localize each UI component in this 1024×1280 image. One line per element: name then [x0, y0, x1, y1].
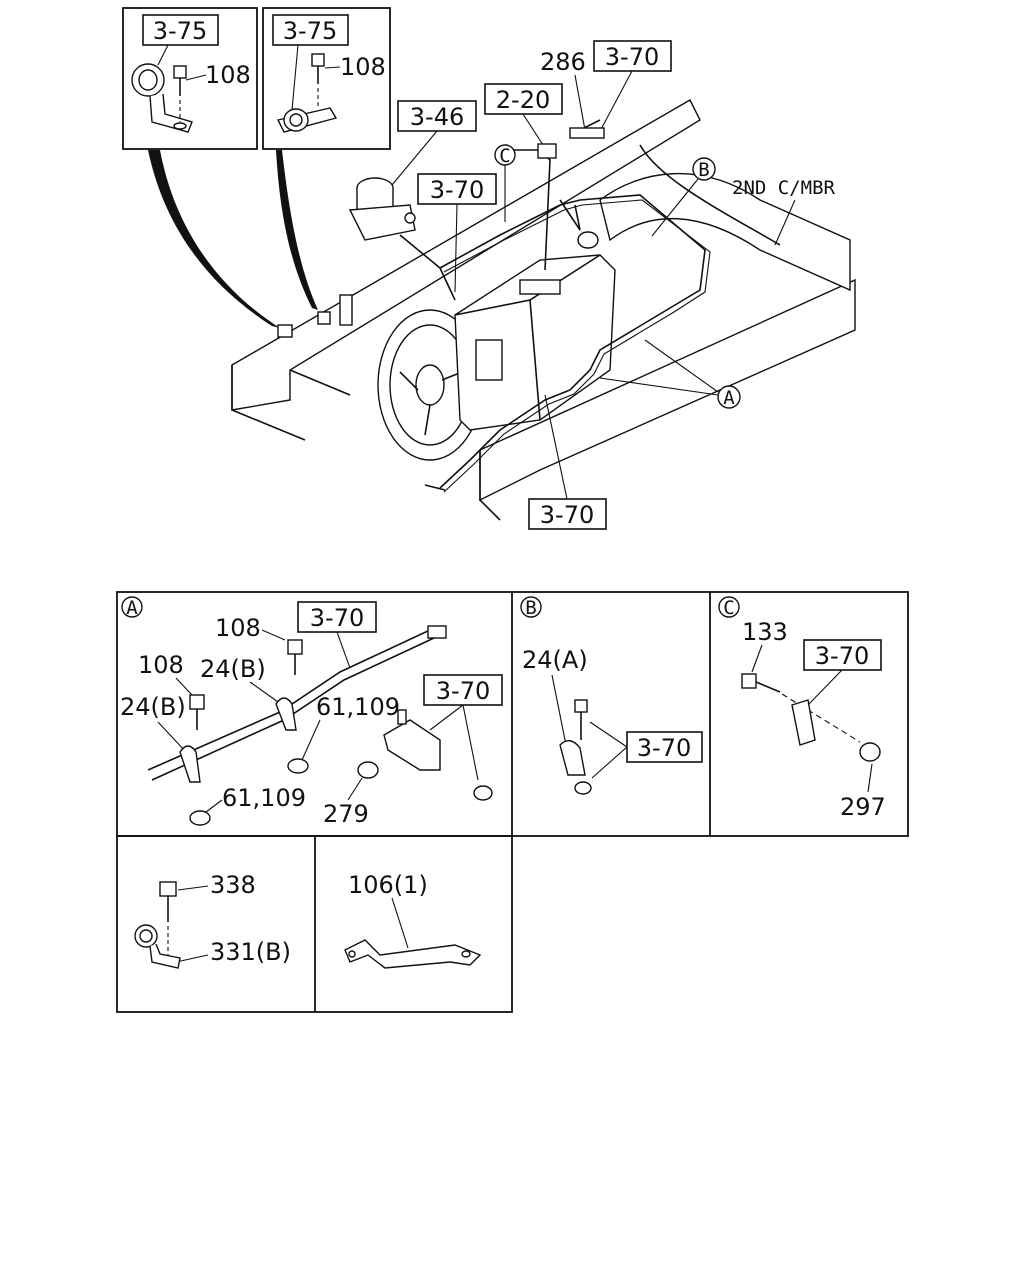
- bolt-icon: [574, 699, 588, 740]
- label-297: 297: [840, 793, 886, 821]
- detail-bracket: 106(1): [344, 871, 482, 969]
- label-61-109-top: 61,109: [316, 693, 400, 721]
- callout-3-70-bottom: 3-70: [540, 501, 594, 529]
- bracket-icon: [791, 699, 816, 746]
- circle-b: B: [698, 159, 709, 181]
- ref-3-70-b: 3-70: [637, 734, 691, 762]
- bolt-icon: [173, 65, 187, 122]
- inset-arrow-left: [148, 150, 280, 328]
- p-clip-icon: [276, 107, 338, 133]
- air-dryer-icon: [348, 177, 416, 241]
- callout-286: 286: [540, 48, 586, 76]
- detail-a-circle: A: [126, 597, 138, 619]
- nut-icon: [574, 781, 592, 795]
- detail-c: C 133 3-70 297: [718, 596, 886, 821]
- nut-icon: [189, 758, 493, 826]
- callout-3-46: 3-46: [410, 103, 464, 131]
- p-clip-icon: [559, 740, 586, 776]
- inset-left-ref: 3-75: [153, 17, 207, 45]
- label-24b-top: 24(B): [200, 655, 266, 683]
- ref-3-70-a-top: 3-70: [310, 604, 364, 632]
- label-24b-left: 24(B): [120, 693, 186, 721]
- bracket-icon: [344, 939, 482, 969]
- inset-right-part: 108: [340, 53, 386, 81]
- label-24a: 24(A): [522, 646, 588, 674]
- p-clip-icon: [134, 924, 181, 969]
- detail-b-circle: B: [525, 597, 536, 619]
- label-108-top: 108: [215, 614, 261, 642]
- label-331b: 331(B): [210, 938, 291, 966]
- transmission-icon: [377, 231, 616, 461]
- circle-a: A: [723, 387, 735, 409]
- p-clip-icon: [179, 697, 297, 783]
- valve-icon: [537, 143, 557, 159]
- callout-3-70-top: 3-70: [605, 43, 659, 71]
- inset-arrow-right: [276, 150, 318, 310]
- fitting-icon: [569, 127, 605, 139]
- nut-icon: [859, 742, 881, 762]
- detail-c-circle: C: [723, 597, 734, 619]
- inset-left-part: 108: [205, 61, 251, 89]
- ref-3-70-a-right: 3-70: [436, 677, 490, 705]
- frame-label: 2ND C/MBR: [732, 177, 836, 199]
- callout-3-70-mid: 3-70: [430, 176, 484, 204]
- detail-clip: 338 331(B): [134, 871, 291, 969]
- circle-c: C: [499, 145, 510, 167]
- label-108-left: 108: [138, 651, 184, 679]
- label-133: 133: [742, 618, 788, 646]
- inset-left: 3-75 108: [122, 7, 258, 150]
- detail-b: B 24(A) 3-70: [520, 596, 703, 795]
- p-clip-icon: [131, 63, 193, 133]
- inset-right-ref: 3-75: [283, 17, 337, 45]
- detail-a: A 108 3-70 108 24(B) 24(B) 61,109 3-70 6…: [120, 596, 503, 828]
- pipe-icon: [147, 625, 447, 781]
- ref-3-70-c: 3-70: [815, 642, 869, 670]
- label-106: 106(1): [348, 871, 428, 899]
- inset-right: 3-75 108: [262, 7, 391, 150]
- label-61-109-bottom: 61,109: [222, 784, 306, 812]
- bolt-icon: [159, 881, 177, 955]
- label-338: 338: [210, 871, 256, 899]
- bolt-icon: [741, 673, 861, 743]
- bolt-icon: [311, 53, 325, 106]
- bolt-icon: [189, 639, 303, 730]
- callout-2-20: 2-20: [496, 86, 550, 114]
- bracket-icon: [383, 709, 441, 771]
- label-279: 279: [323, 800, 369, 828]
- frame-rails: [231, 99, 856, 521]
